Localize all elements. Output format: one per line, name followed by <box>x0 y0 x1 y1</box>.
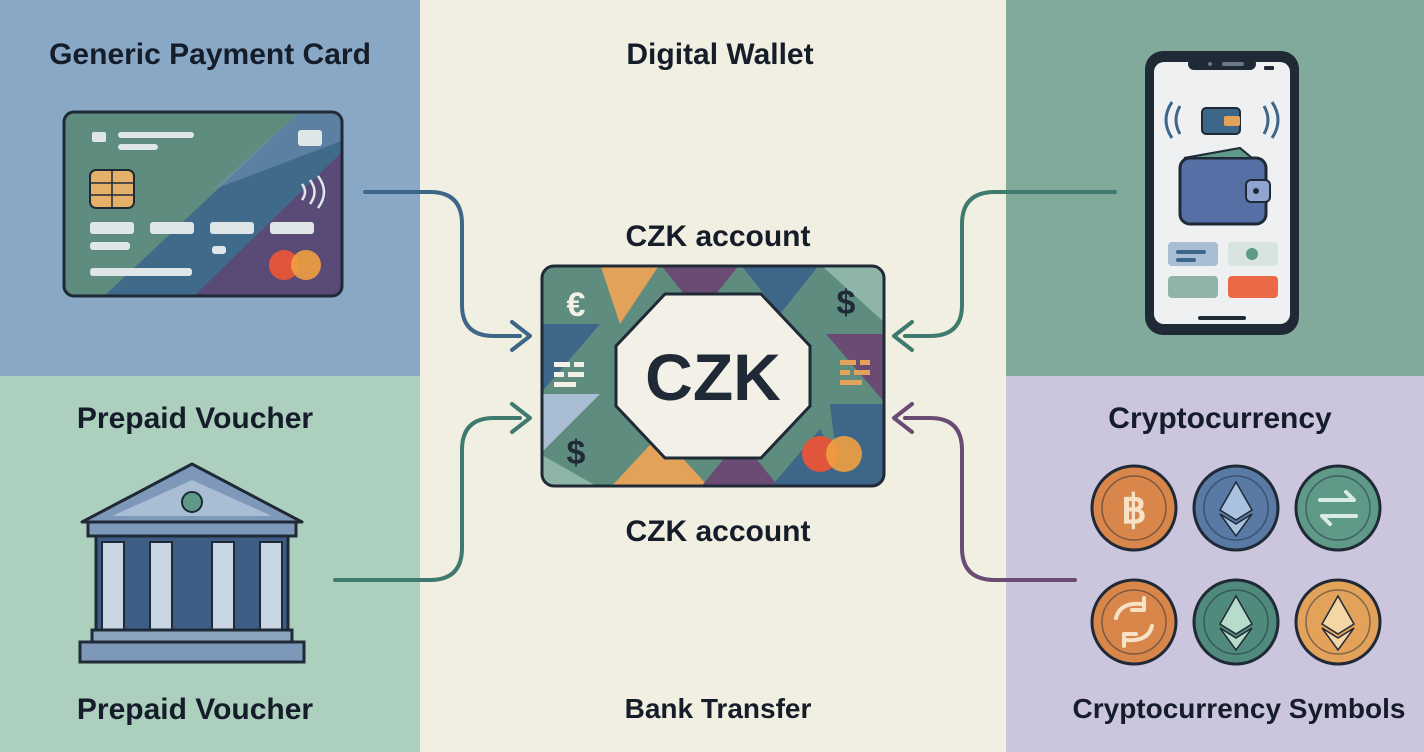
smartphone-wallet-icon <box>1145 51 1299 335</box>
ethereum-coin-blue-icon <box>1192 464 1280 552</box>
panel-bottom-right <box>1006 376 1424 752</box>
arrowhead-prepaid-voucher <box>510 402 532 434</box>
ethereum-coin-teal-icon <box>1192 578 1280 666</box>
label-cryptocurrency-symbols: Cryptocurrency Symbols <box>1072 693 1406 724</box>
label-digital-wallet: Digital Wallet <box>626 38 814 71</box>
czk-card-illustration: € $ $ CZK <box>540 264 886 488</box>
label-bank-transfer: Bank Transfer <box>624 693 812 724</box>
card-brand-logo-orange <box>291 250 321 280</box>
arrow-from-payment-card <box>363 190 522 338</box>
svg-text:฿: ฿ <box>1121 488 1146 532</box>
contactless-icon <box>300 175 326 209</box>
arrow-from-cryptocurrency <box>903 416 1077 582</box>
exchange-coin-teal-icon <box>1294 464 1382 552</box>
label-prepaid-voucher-bottom: Prepaid Voucher <box>76 693 314 726</box>
euro-symbol: € <box>567 286 586 324</box>
bank-building-icon <box>78 462 306 664</box>
nfc-left-icon <box>1164 101 1182 139</box>
czk-card-logo-orange <box>826 436 862 472</box>
payment-card-illustration <box>62 110 344 298</box>
ethereum-coin-gold-icon <box>1294 578 1382 666</box>
label-prepaid-voucher-top: Prepaid Voucher <box>76 402 314 435</box>
dollar-symbol-top: $ <box>837 284 856 322</box>
arrow-from-prepaid-voucher <box>333 416 522 582</box>
czk-center-octagon <box>614 292 812 460</box>
card-brand-logo-red <box>269 250 299 280</box>
arrowhead-digital-wallet <box>892 320 914 352</box>
arrowhead-cryptocurrency <box>892 402 914 434</box>
dollar-symbol-bottom: $ <box>567 434 586 472</box>
nfc-right-icon <box>1262 101 1280 139</box>
czk-card-code: CZK <box>645 340 781 414</box>
label-cryptocurrency: Cryptocurrency <box>1108 402 1332 435</box>
label-czk-account-bottom: CZK account <box>625 515 811 548</box>
label-generic-payment-card: Generic Payment Card <box>49 38 371 71</box>
cryptocurrency-coins: ฿ <box>1090 464 1382 666</box>
arrow-from-digital-wallet <box>903 190 1117 338</box>
label-czk-account-top: CZK account <box>625 220 811 253</box>
exchange-coin-orange-icon <box>1090 578 1178 666</box>
bitcoin-coin-icon: ฿ <box>1090 464 1178 552</box>
arrowhead-payment-card <box>510 320 532 352</box>
